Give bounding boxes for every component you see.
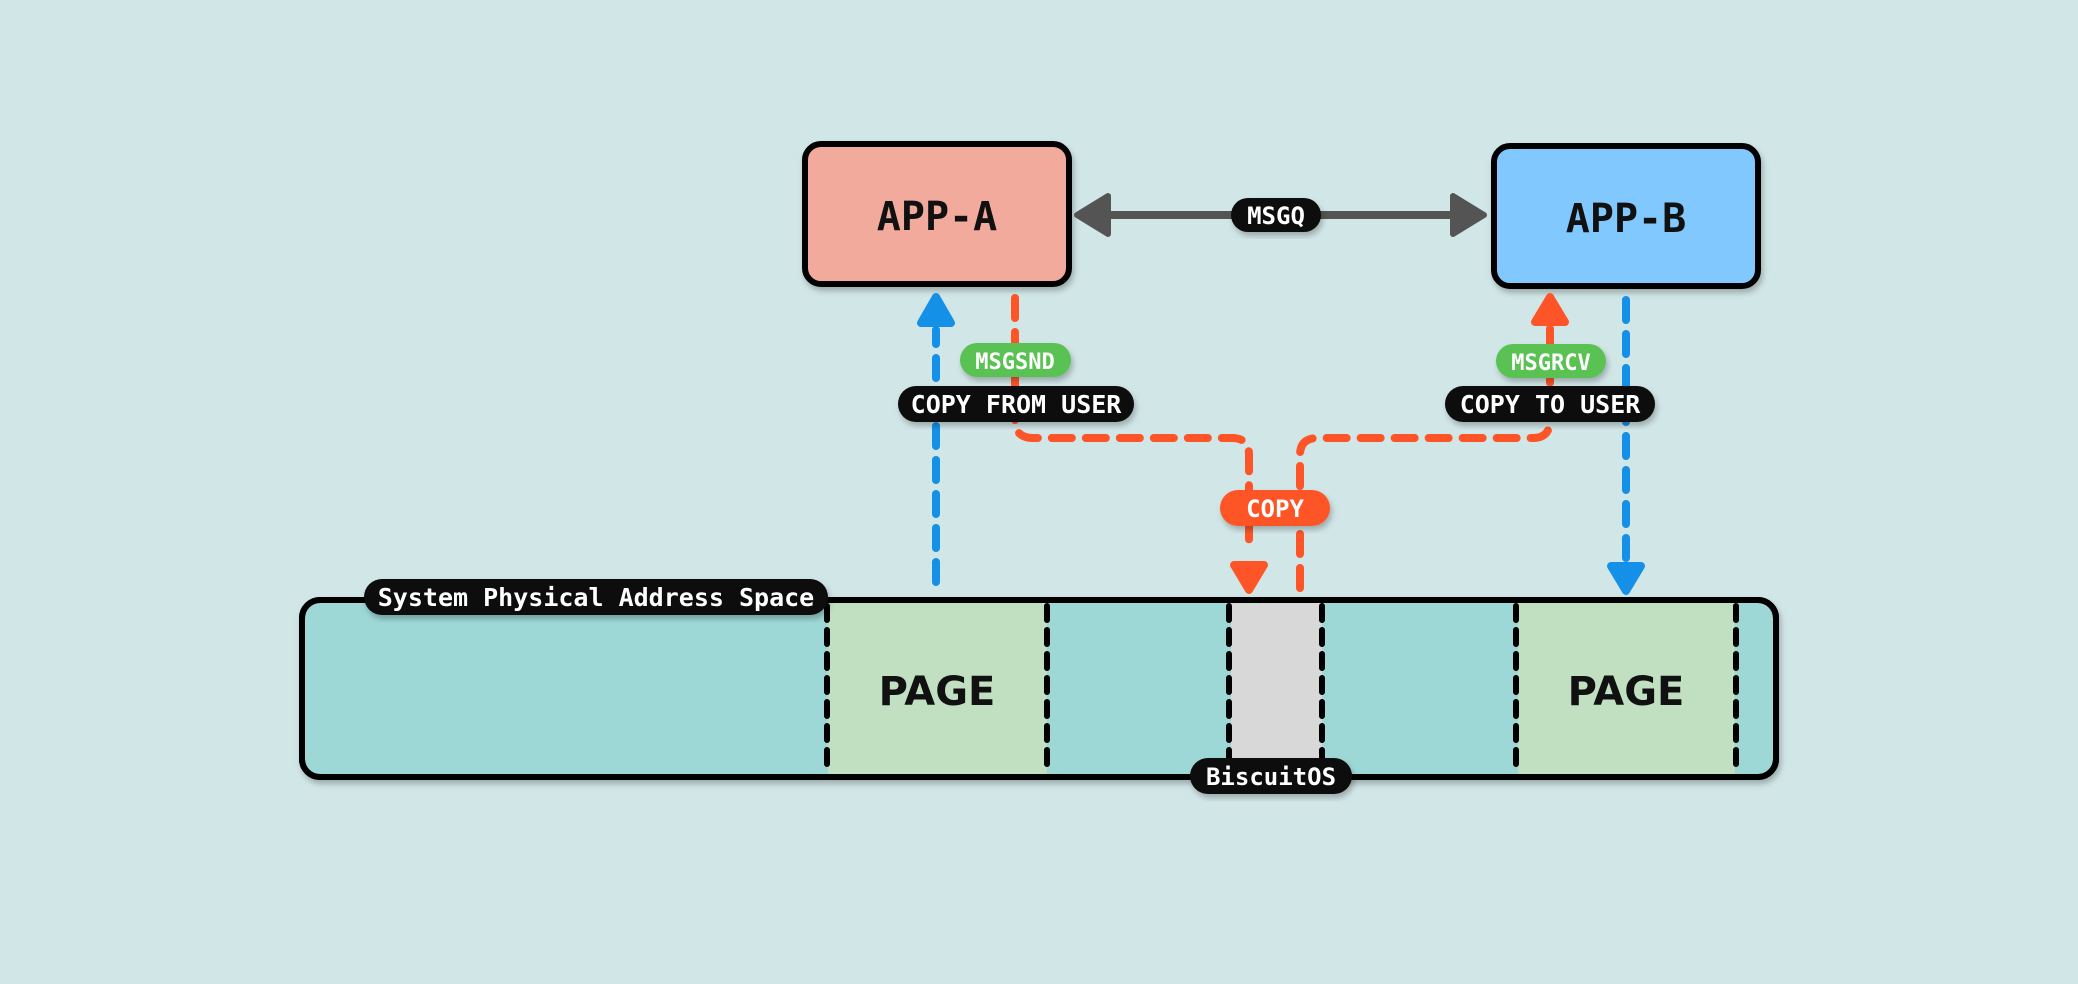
orange-path-recv [1296,293,1569,592]
copy-to-user-badge: COPY TO USER [1445,386,1655,422]
app-b-label: APP-B [1566,196,1686,242]
physical-address-space: PAGE PAGE [299,597,1779,780]
app-a-box[interactable]: APP-A [802,141,1072,287]
arrow-up-icon [1531,293,1569,326]
msgsnd-badge: MSGSND [960,343,1071,377]
copy-badge: COPY [1220,490,1330,526]
arrow-down-icon [1230,561,1268,594]
page-a-label: PAGE [879,669,996,715]
msgrcv-badge: MSGRCV [1496,344,1606,378]
kernel-region [1231,603,1322,774]
app-b-box[interactable]: APP-B [1491,143,1761,289]
page-b-region [1518,603,1735,774]
arrow-down-icon [1607,562,1645,595]
app-a-label: APP-A [877,194,997,240]
page-b-label: PAGE [1568,669,1685,715]
copy-to-user-label: COPY TO USER [1460,390,1642,419]
msgrcv-label: MSGRCV [1511,351,1590,376]
page-dividers [824,603,1739,775]
copy-from-user-badge: COPY FROM USER [898,386,1134,422]
blue-arrow-to-page-b [1607,296,1645,595]
msgq-badge: MSGQ [1231,198,1321,232]
kernel-label: BiscuitOS [1206,763,1336,791]
orange-path-send [1011,294,1268,594]
arrow-right-head-icon [1450,193,1487,237]
arrow-left-head-icon [1074,193,1111,237]
msgq-label: MSGQ [1247,202,1305,230]
kernel-badge: BiscuitOS [1190,758,1352,794]
copy-from-user-label: COPY FROM USER [911,390,1123,419]
memory-title-badge: System Physical Address Space [364,579,828,615]
page-a-region [828,603,1047,774]
memory-title: System Physical Address Space [378,583,815,612]
msgsnd-label: MSGSND [975,350,1054,375]
copy-label: COPY [1246,495,1304,523]
blue-arrow-to-app-a [917,293,955,586]
arrow-up-icon [917,293,955,327]
